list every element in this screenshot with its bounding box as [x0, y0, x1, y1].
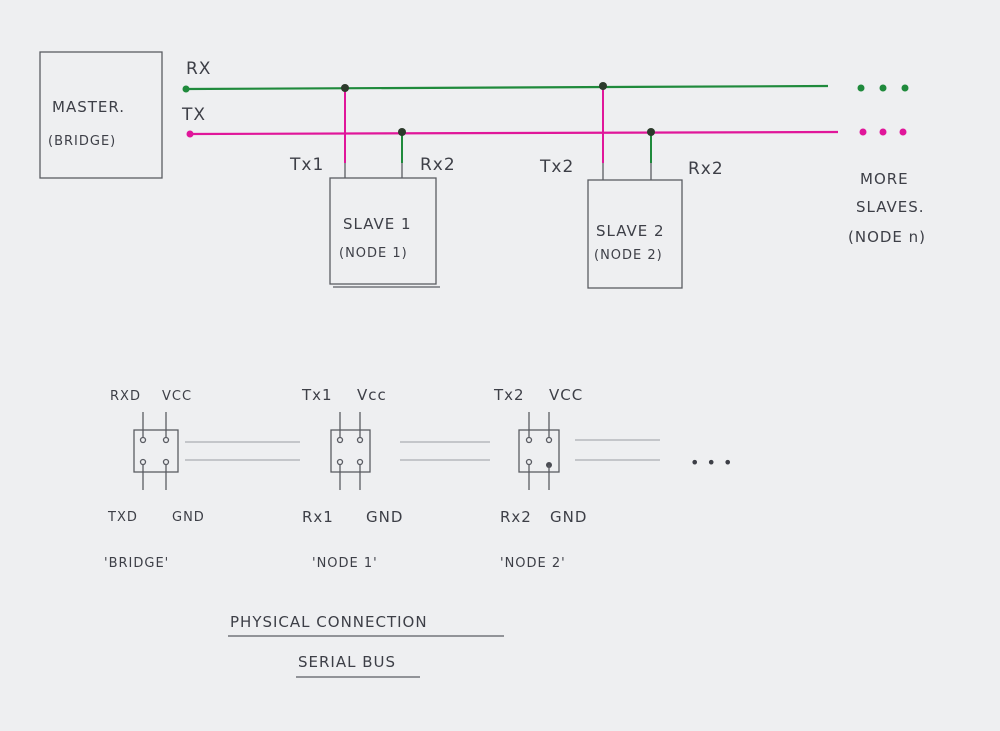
rx-bus-line [185, 84, 829, 91]
rx-line-origin-dot [182, 85, 190, 93]
connector-pin-label: Tx2 [493, 386, 525, 404]
slave-2-tx-label: Tx2 [539, 157, 574, 177]
connector-body [518, 429, 560, 473]
connector-body [330, 429, 371, 473]
tx-continuation-dot [859, 128, 867, 136]
slave-1-tx-junction [341, 84, 349, 92]
physical-subtitle: SERIAL BUS [298, 653, 396, 671]
slave-2-box [587, 179, 683, 289]
slave-1-rx-label: Rx2 [420, 155, 456, 175]
pin-hole [139, 458, 147, 466]
more-slaves-label-3: (NODE n) [848, 228, 926, 246]
pin-hole [545, 436, 553, 444]
master-sublabel: (BRIDGE) [48, 134, 116, 149]
slave-1-rx-junction [398, 128, 406, 136]
slave-1-tx-label: Tx1 [289, 155, 324, 175]
connector-pin-label: GND [172, 510, 205, 525]
slave-1-node: SLAVE 1 (NODE 1) Tx1 Rx2 [289, 84, 456, 288]
more-tx-dots [859, 128, 907, 136]
connector-pin-label: RXD [110, 389, 141, 404]
connector-pin-label: GND [366, 508, 403, 526]
tx-bus-line [189, 130, 839, 136]
connector-pin-label: Rx2 [500, 508, 532, 526]
pin-hole [162, 436, 170, 444]
slave-1-sublabel: (NODE 1) [339, 246, 408, 261]
connector-name: 'NODE 2' [500, 556, 566, 571]
connector-body [133, 429, 179, 473]
slave-2-rx-junction [647, 128, 655, 136]
slave-2-sublabel: (NODE 2) [594, 248, 663, 263]
pin-hole [525, 436, 533, 444]
connector-pin-label: GND [550, 508, 587, 526]
tx-continuation-dot [879, 128, 887, 136]
master-node: MASTER. (BRIDGE) [39, 51, 163, 179]
physical-title: PHYSICAL CONNECTION [230, 613, 428, 631]
more-slaves-label-1: MORE [860, 170, 909, 188]
rx-continuation-dot [857, 84, 865, 92]
tx-line-origin-dot [186, 130, 194, 138]
connector-node-2: Tx2 VCC Rx2 GND 'NODE 2' [493, 386, 587, 571]
more-connectors-ellipsis: • • • [690, 453, 733, 472]
connector-pin-label: Vcc [357, 386, 387, 404]
connector-pin-label: TXD [107, 510, 138, 525]
connector-name: 'NODE 1' [312, 556, 378, 571]
slave-2-rx-label: Rx2 [688, 159, 724, 179]
pin-hole [162, 458, 170, 466]
master-label: MASTER. [52, 98, 125, 116]
slave-1-box [329, 177, 437, 285]
connector-pin-label: VCC [162, 389, 192, 404]
physical-wires [185, 439, 660, 461]
pin-hole [356, 458, 364, 466]
connector-pin-label: VCC [549, 386, 583, 404]
connector-name: 'BRIDGE' [104, 556, 169, 571]
slave-2-tx-junction [599, 82, 607, 90]
slave-2-label: SLAVE 2 [596, 222, 665, 240]
pin-hole [139, 436, 147, 444]
pin-hole [336, 458, 344, 466]
pin-hole [336, 436, 344, 444]
connector-bridge: RXD VCC TXD GND 'BRIDGE' [104, 389, 205, 571]
connector-pin-label: Tx1 [301, 386, 333, 404]
rx-continuation-dot [901, 84, 909, 92]
slave-2-node: SLAVE 2 (NODE 2) Tx2 Rx2 [539, 82, 724, 289]
slave-1-label: SLAVE 1 [343, 215, 412, 233]
more-slaves-label-2: SLAVES. [856, 198, 925, 216]
more-rx-dots [857, 84, 909, 92]
connector-node-1: Tx1 Vcc Rx1 GND 'NODE 1' [301, 386, 403, 571]
rx-line-label: RX [186, 59, 211, 79]
pin-hole [356, 436, 364, 444]
tx-line-label: TX [181, 105, 206, 125]
pin-hole [525, 458, 533, 466]
tx-continuation-dot [899, 128, 907, 136]
connector-pin-label: Rx1 [302, 508, 334, 526]
rx-continuation-dot [879, 84, 887, 92]
master-box [39, 51, 163, 179]
